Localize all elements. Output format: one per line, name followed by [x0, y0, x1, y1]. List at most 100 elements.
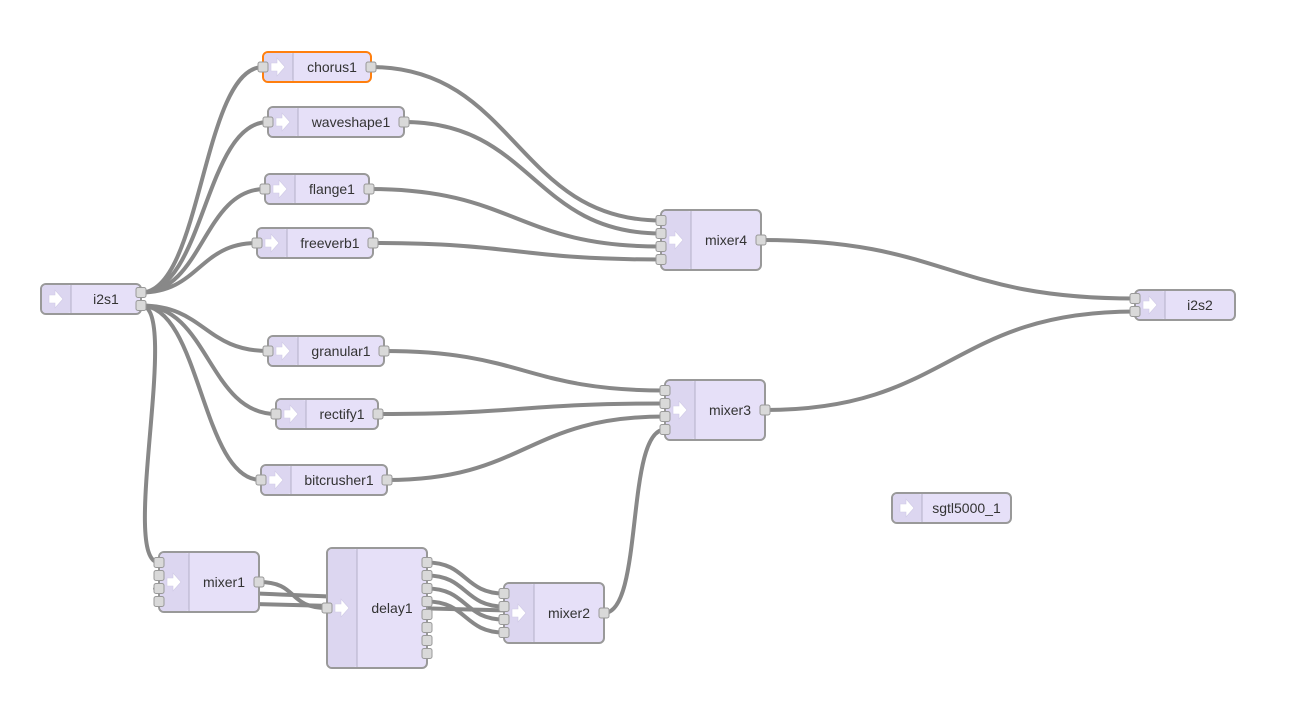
- node-flange1[interactable]: flange1: [259, 173, 375, 205]
- output-port-0[interactable]: [598, 607, 610, 619]
- output-port-0[interactable]: [367, 237, 379, 249]
- node-granular1[interactable]: granular1: [262, 335, 390, 367]
- wire-i2s1-1-to-bitcrusher1-0[interactable]: [139, 303, 263, 482]
- node-mixer1[interactable]: mixer1: [153, 551, 265, 613]
- node-freeverb1[interactable]: freeverb1: [251, 227, 379, 259]
- output-port-0[interactable]: [253, 576, 265, 588]
- wire-mixer2-0-to-mixer3-3[interactable]: [602, 427, 667, 615]
- input-port-2[interactable]: [153, 583, 165, 594]
- wire-delay1-3-to-mixer2-3[interactable]: [425, 599, 506, 635]
- wire-i2s1-0-to-freeverb1-0[interactable]: [139, 241, 259, 295]
- output-port-7[interactable]: [421, 648, 433, 659]
- input-port-2[interactable]: [498, 614, 510, 625]
- arrow-right-icon: [166, 572, 182, 592]
- input-port-0[interactable]: [498, 588, 510, 599]
- output-port-0[interactable]: [381, 474, 393, 486]
- input-port-1[interactable]: [659, 398, 671, 409]
- output-port-0[interactable]: [398, 116, 410, 128]
- wire-flange1-0-to-mixer4-2[interactable]: [367, 187, 663, 249]
- wire-i2s1-0-to-chorus1-0[interactable]: [139, 65, 265, 295]
- output-port-0[interactable]: [372, 408, 384, 420]
- wire-freeverb1-0-to-mixer4-3[interactable]: [371, 241, 663, 262]
- output-port-3[interactable]: [421, 596, 433, 607]
- wire-granular1-0-to-mixer3-0[interactable]: [382, 349, 667, 393]
- input-port-2[interactable]: [659, 411, 671, 422]
- output-port-0[interactable]: [365, 61, 377, 73]
- node-waveshape1[interactable]: waveshape1: [262, 106, 410, 138]
- input-port-0[interactable]: [659, 385, 671, 396]
- input-port-3[interactable]: [655, 254, 667, 265]
- output-port-4[interactable]: [421, 609, 433, 620]
- arrow-right-icon: [264, 233, 280, 253]
- node-i2s2[interactable]: i2s2: [1129, 289, 1236, 321]
- arrow-right-icon: [283, 404, 299, 424]
- wire-mixer4-0-to-i2s2-0[interactable]: [759, 238, 1137, 301]
- wire-mixer3-0-to-i2s2-1[interactable]: [763, 309, 1137, 412]
- node-mixer2[interactable]: mixer2: [498, 582, 610, 644]
- node-i2s1[interactable]: i2s1: [40, 283, 147, 315]
- input-port-0[interactable]: [1129, 293, 1141, 304]
- input-port-1[interactable]: [655, 228, 667, 239]
- wire-waveshape1-0-to-mixer4-1[interactable]: [402, 120, 663, 236]
- output-port-0[interactable]: [363, 183, 375, 195]
- wire-chorus1-0-to-mixer4-0[interactable]: [369, 65, 663, 223]
- wire-i2s1-1-to-mixer1-0[interactable]: [139, 303, 161, 565]
- node-label: rectify1: [319, 406, 364, 422]
- node-bitcrusher1[interactable]: bitcrusher1: [255, 464, 393, 496]
- input-port-1[interactable]: [498, 601, 510, 612]
- input-port-0[interactable]: [251, 237, 263, 249]
- output-port-0[interactable]: [421, 557, 433, 568]
- arrow-right-icon: [270, 57, 286, 77]
- output-port-0[interactable]: [755, 234, 767, 246]
- node-delay1[interactable]: delay1: [321, 547, 433, 669]
- node-layer: i2s1 chorus1 waveshape1 flange1 freeverb1 gra…: [40, 51, 1236, 669]
- output-port-1[interactable]: [421, 570, 433, 581]
- node-label: bitcrusher1: [304, 472, 373, 488]
- node-mixer4[interactable]: mixer4: [655, 209, 767, 271]
- wire-delay1-0-to-mixer2-0[interactable]: [425, 560, 506, 596]
- input-port-0[interactable]: [257, 61, 269, 73]
- output-port-6[interactable]: [421, 635, 433, 646]
- wire-layer: [139, 65, 1137, 635]
- input-port-3[interactable]: [659, 424, 671, 435]
- input-port-0[interactable]: [255, 474, 267, 486]
- wire-delay1-1-to-mixer2-1[interactable]: [425, 573, 506, 609]
- wire-bitcrusher1-0-to-mixer3-2[interactable]: [385, 414, 667, 482]
- input-port-2[interactable]: [655, 241, 667, 252]
- wire-rectify1-0-to-mixer3-1[interactable]: [376, 401, 667, 416]
- arrow-right-icon: [268, 470, 284, 490]
- input-port-0[interactable]: [259, 183, 271, 195]
- input-port-0[interactable]: [270, 408, 282, 420]
- node-label: mixer3: [709, 402, 751, 418]
- node-mixer3[interactable]: mixer3: [659, 379, 771, 441]
- node-sgtl5000_1[interactable]: sgtl5000_1: [891, 492, 1012, 524]
- wire-delay1-2-to-mixer2-2[interactable]: [425, 586, 506, 622]
- wire-i2s1-0-to-flange1-0[interactable]: [139, 187, 267, 295]
- input-port-0[interactable]: [655, 215, 667, 226]
- input-port-0[interactable]: [262, 116, 274, 128]
- node-label: i2s2: [1187, 297, 1213, 313]
- output-port-0[interactable]: [759, 404, 771, 416]
- arrow-right-icon: [272, 179, 288, 199]
- node-label: i2s1: [93, 291, 119, 307]
- output-port-2[interactable]: [421, 583, 433, 594]
- input-port-0[interactable]: [321, 602, 333, 614]
- output-port-1[interactable]: [135, 300, 147, 311]
- input-port-0[interactable]: [262, 345, 274, 357]
- output-port-0[interactable]: [378, 345, 390, 357]
- output-port-0[interactable]: [135, 287, 147, 298]
- wire-i2s1-1-to-rectify1-0[interactable]: [139, 303, 278, 416]
- arrow-right-icon: [511, 603, 527, 623]
- wire-i2s1-0-to-waveshape1-0[interactable]: [139, 120, 270, 295]
- node-rectify1[interactable]: rectify1: [270, 398, 384, 430]
- node-chorus1[interactable]: chorus1: [257, 51, 377, 83]
- input-port-1[interactable]: [1129, 306, 1141, 317]
- input-port-1[interactable]: [153, 570, 165, 581]
- arrow-right-icon: [275, 341, 291, 361]
- output-port-5[interactable]: [421, 622, 433, 633]
- input-port-3[interactable]: [153, 596, 165, 607]
- node-label: mixer1: [203, 574, 245, 590]
- input-port-3[interactable]: [498, 627, 510, 638]
- input-port-0[interactable]: [153, 557, 165, 568]
